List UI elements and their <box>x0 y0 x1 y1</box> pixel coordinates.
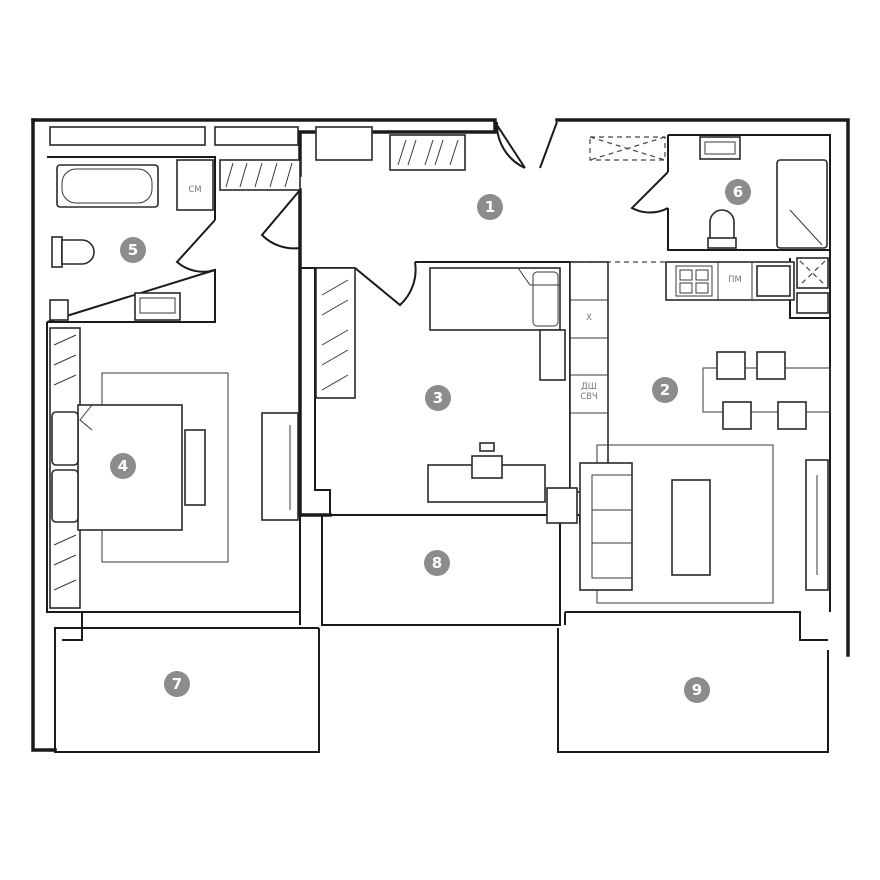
bathroom-6-door <box>630 171 669 214</box>
dishwasher-label: ДШ <box>581 382 597 392</box>
room-marker-5: 5 <box>120 237 146 263</box>
wardrobe-bedroom-3 <box>315 267 356 399</box>
room-number: 8 <box>432 554 442 572</box>
storage-cabinet <box>315 126 373 161</box>
doors <box>175 121 669 307</box>
kitchen-column <box>569 261 609 493</box>
entrance-door <box>494 121 558 169</box>
hall-wardrobe-2 <box>219 159 301 191</box>
room-number: 1 <box>485 198 495 216</box>
wall-column <box>546 487 578 524</box>
kitchen-shaft <box>796 257 829 314</box>
room-marker-3: 3 <box>425 385 451 411</box>
coffee-table <box>671 479 711 576</box>
room-number: 6 <box>733 183 743 201</box>
bathroom-5-door <box>175 219 216 273</box>
stove-icon <box>675 265 713 297</box>
room-marker-7: 7 <box>164 671 190 697</box>
bathtub <box>56 164 159 208</box>
room-marker-4: 4 <box>110 453 136 479</box>
bathroom-6-sink-icon <box>699 136 741 160</box>
ventilation-cross <box>589 136 666 161</box>
kitchen-sink-icon <box>756 265 791 297</box>
toilet-icon <box>51 236 95 268</box>
hall-door-left <box>260 189 301 250</box>
room-marker-6: 6 <box>725 179 751 205</box>
bedroom-3-door <box>354 261 417 307</box>
ventilation-shaft <box>589 136 666 161</box>
kitchen-counter <box>665 261 795 301</box>
sink-icon <box>134 292 181 321</box>
bench <box>184 429 206 506</box>
hall-wardrobe <box>389 134 466 171</box>
single-bed <box>429 267 561 331</box>
room-marker-9: 9 <box>684 677 710 703</box>
sofa <box>579 462 633 591</box>
room-number: 4 <box>118 457 128 475</box>
kitchen-dishwasher-label: ПМ <box>728 275 742 285</box>
washing-machine <box>176 159 214 211</box>
storage-shelf <box>214 126 299 146</box>
room-number: 9 <box>692 681 702 699</box>
dresser <box>261 412 299 521</box>
storage-shelf <box>49 126 206 146</box>
room-marker-8: 8 <box>424 550 450 576</box>
room-number: 7 <box>172 675 182 693</box>
room-number: 5 <box>128 241 138 259</box>
washing-machine-label: СМ <box>188 185 201 195</box>
desk <box>427 442 546 503</box>
fridge-label: Х <box>586 313 592 323</box>
room-number: 2 <box>660 381 670 399</box>
room-number: 3 <box>433 389 443 407</box>
shaft <box>49 299 69 321</box>
dining-table <box>702 351 831 430</box>
wardrobe-bedroom-4 <box>49 327 81 609</box>
room-marker-1: 1 <box>477 194 503 220</box>
microwave-label: СВЧ <box>580 392 598 402</box>
bathtub-basin <box>61 168 153 204</box>
bathroom-6-toilet-icon <box>707 209 737 249</box>
shower-icon <box>776 159 828 249</box>
nightstand <box>539 329 566 381</box>
room-marker-2: 2 <box>652 377 678 403</box>
